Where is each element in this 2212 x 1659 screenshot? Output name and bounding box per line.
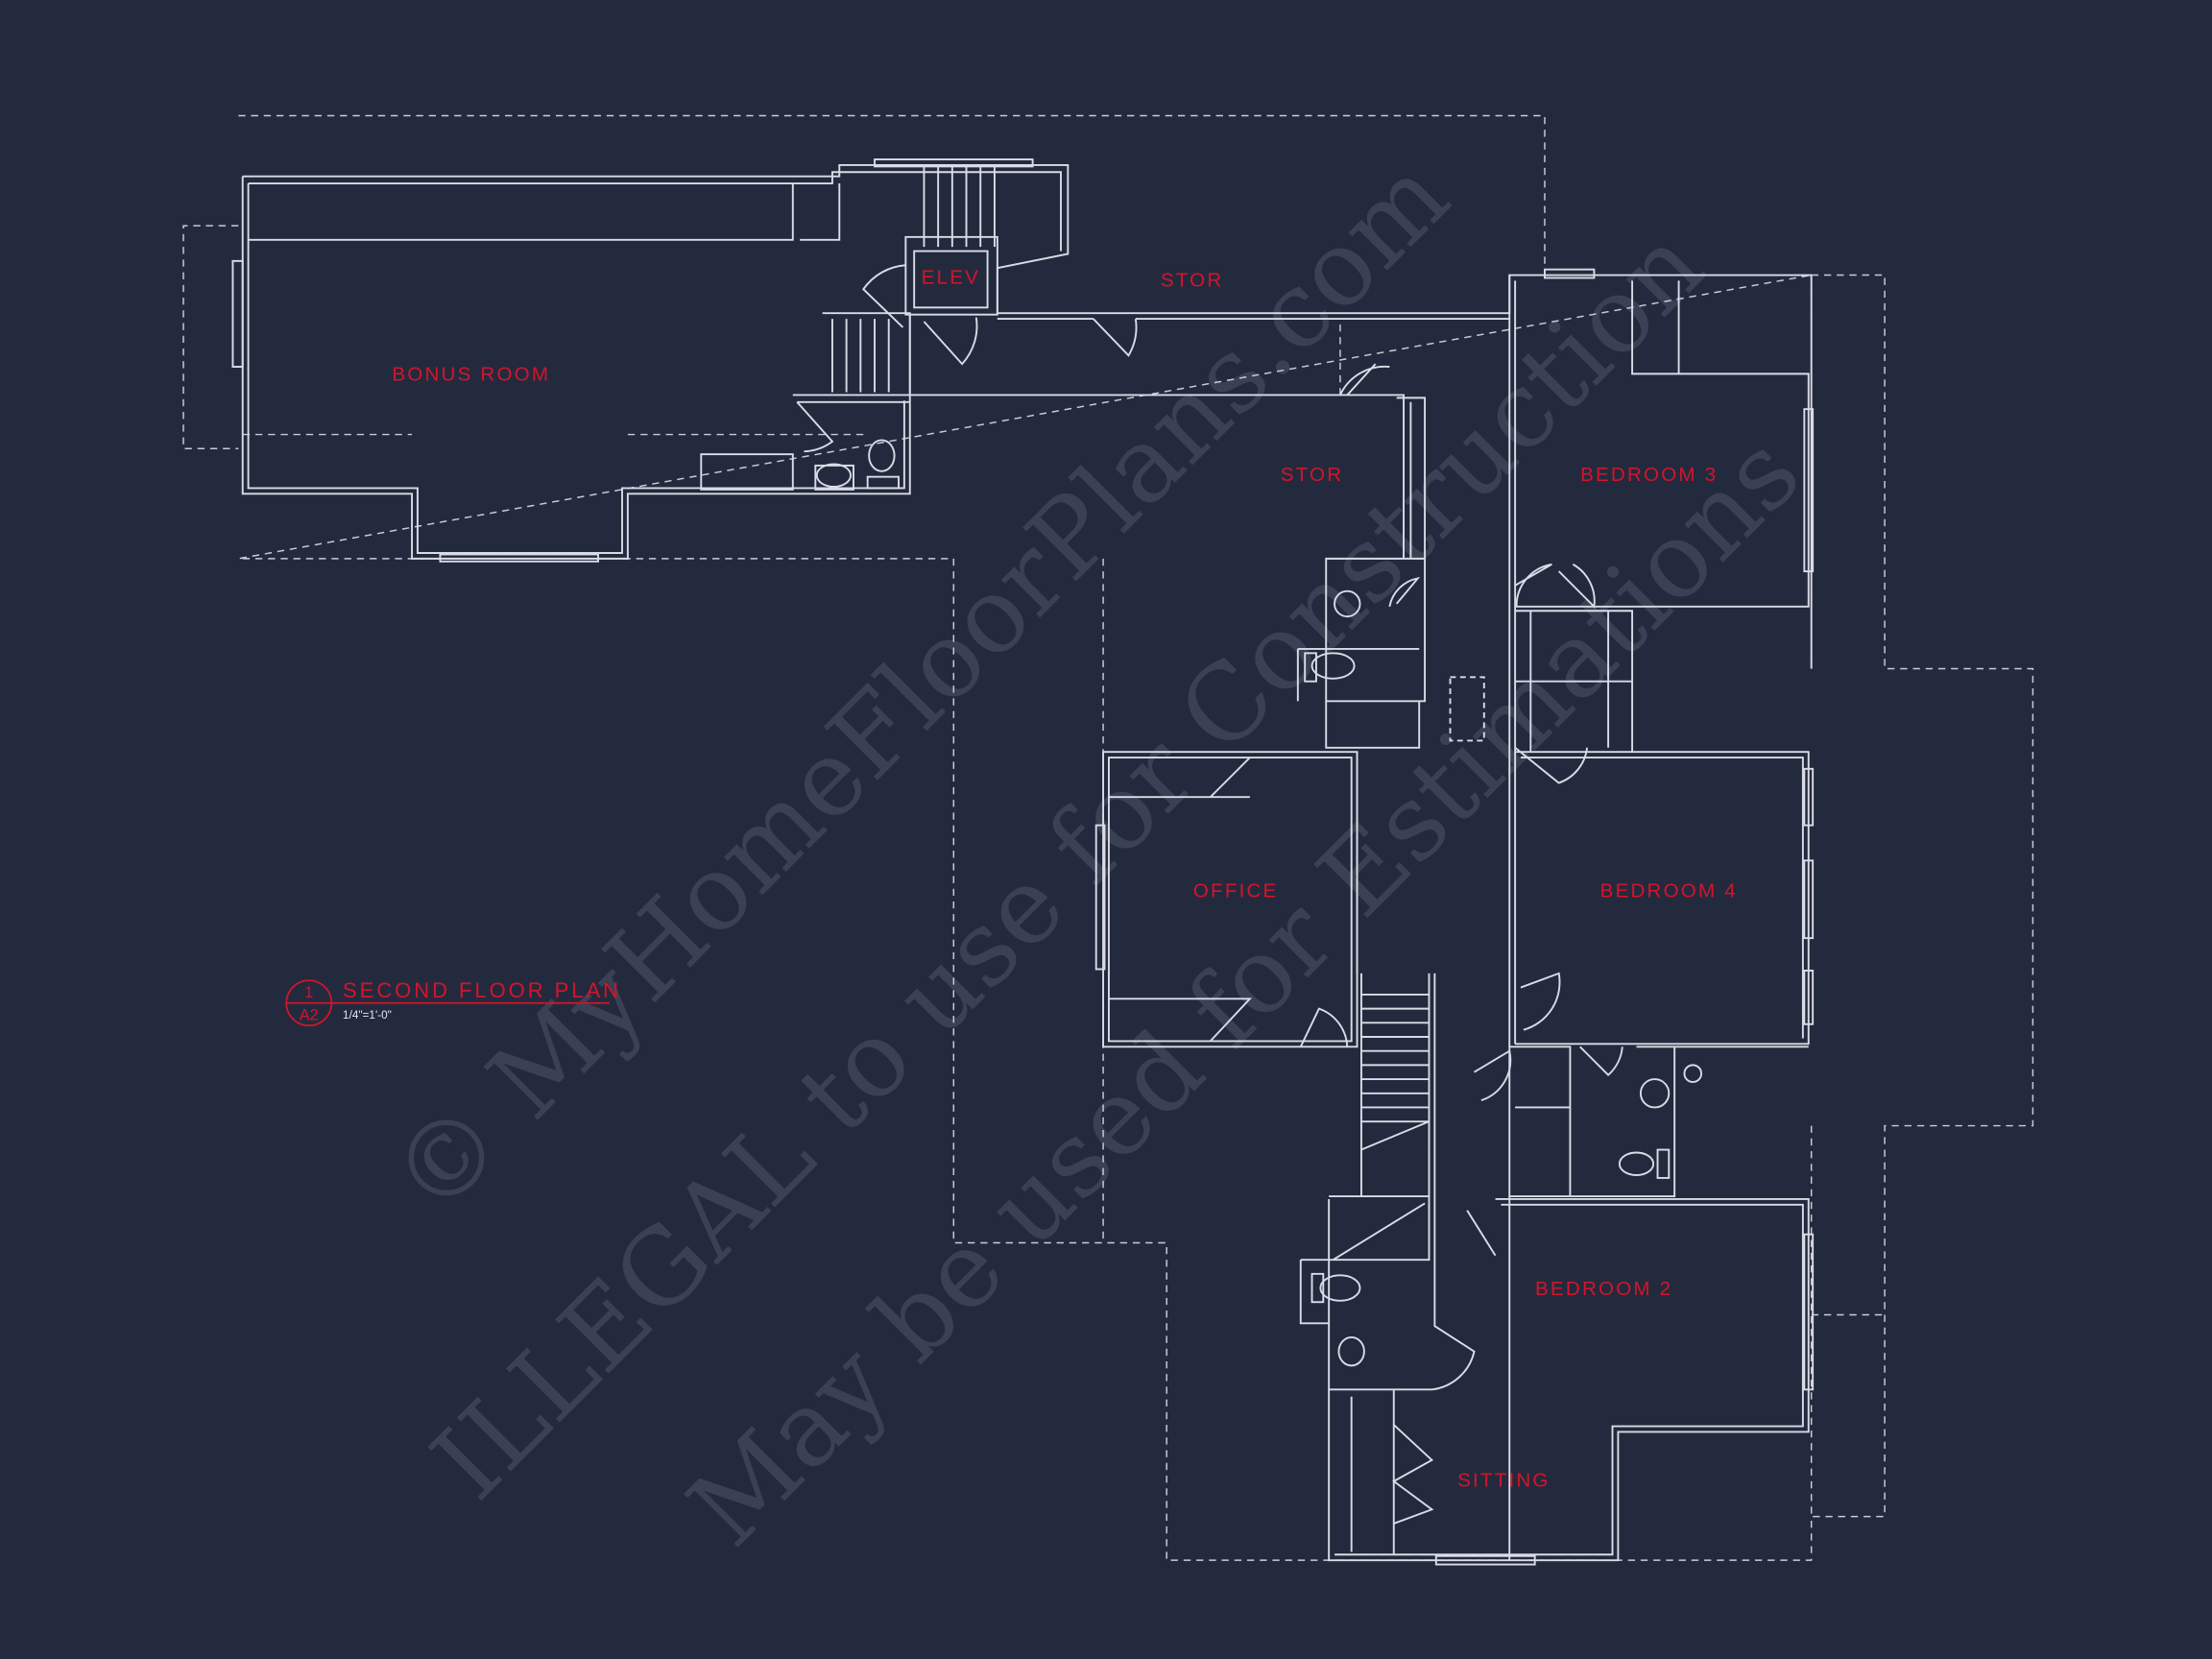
label-office: OFFICE [1193,880,1279,902]
label-elevator: ELEV [922,266,980,288]
watermark-line-3: May be used for Estimations [665,411,1823,1569]
drawing-title-block: 1 A2 SECOND FLOOR PLAN 1/4"=1'-0" [285,978,621,1027]
label-bonus-room: BONUS ROOM [392,364,550,386]
drawing-title: SECOND FLOOR PLAN [343,978,621,1002]
label-storage-1: STOR [1161,269,1224,291]
label-bedroom-3: BEDROOM 3 [1580,464,1718,486]
label-bedroom-2: BEDROOM 2 [1535,1278,1672,1300]
label-bedroom-4: BEDROOM 4 [1600,880,1738,902]
label-storage-2: STOR [1281,464,1344,486]
sheet-number: A2 [300,1006,319,1023]
detail-number: 1 [304,984,313,1001]
drawing-scale: 1/4"=1'-0" [343,1009,392,1022]
watermark-line-2: ILLEGAL to use for Construction [409,204,1727,1523]
walls [231,158,1815,1566]
room-labels: BONUS ROOM ELEV STOR STOR BEDROOM 3 OFFI… [392,266,1738,1492]
label-sitting: SITTING [1457,1470,1551,1492]
